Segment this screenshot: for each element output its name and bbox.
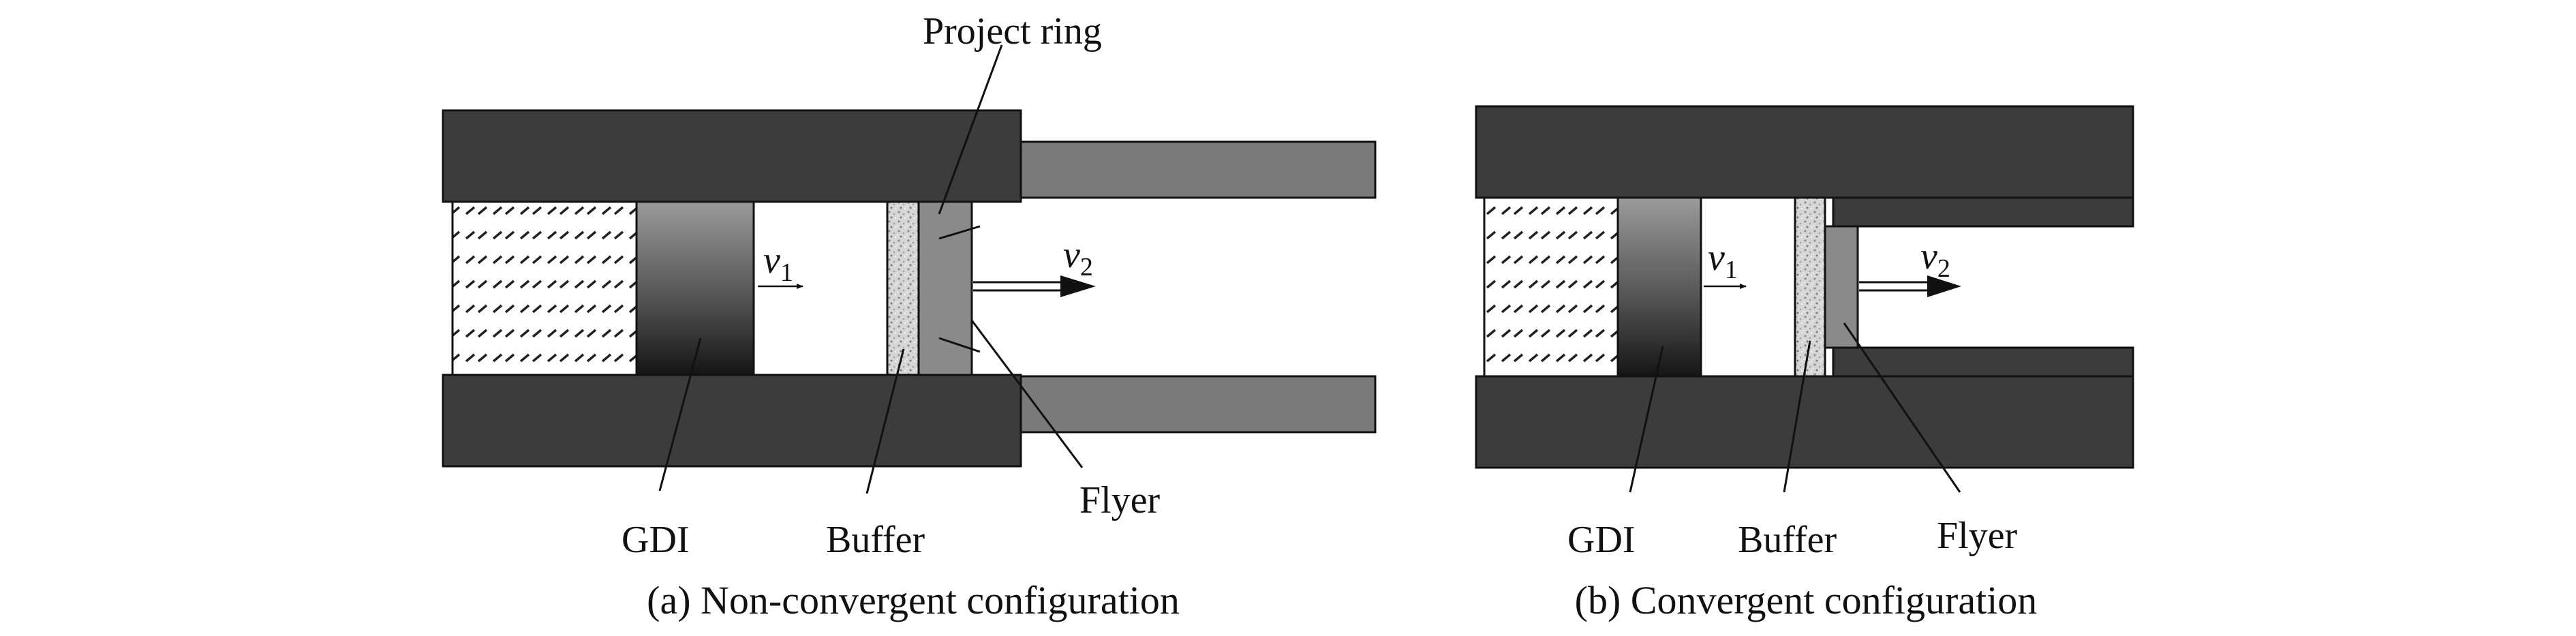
barrel-top-b (1475, 105, 2134, 199)
leader-gdi-b (1629, 346, 1664, 493)
label-gdi-b: GDI (1567, 519, 1636, 561)
leader-ring-lower-a (938, 337, 981, 353)
gdi-block-a (635, 200, 755, 376)
buffer-a (886, 200, 920, 376)
label-gdi-a: GDI (622, 519, 690, 561)
v2-label-a: v2 (1063, 234, 1093, 282)
leader-ring-upper-a (938, 225, 981, 240)
label-buffer-b: Buffer (1738, 519, 1837, 561)
label-flyer-b: Flyer (1937, 515, 2018, 557)
step-bottom-b (1832, 346, 2134, 378)
leader-buffer-b (1783, 340, 1811, 493)
v1-label-b: v1 (1708, 237, 1738, 284)
barrel-bottom-a (442, 374, 1022, 468)
tube-top-a (1019, 140, 1377, 199)
v2-arrow-a (973, 275, 1096, 297)
leader-project-ring-a (938, 44, 1003, 215)
step-top-b (1832, 196, 2134, 228)
panel-b: v1 v2 GDI Buffer Flyer (b) Convergent co… (1475, 105, 2134, 622)
label-project-ring-a: Project ring (923, 10, 1102, 52)
gdi-block-b (1616, 196, 1702, 378)
tube-bottom-a (1019, 375, 1377, 434)
barrel-top-a (442, 109, 1022, 203)
v1-label-a: v1 (763, 239, 793, 287)
label-buffer-a: Buffer (826, 519, 925, 561)
v2-arrow-b (1859, 275, 1961, 297)
caption-a: (a) Non-convergent configuration (647, 578, 1180, 622)
explosive-charge-b (1483, 196, 1619, 378)
caption-b: (b) Convergent configuration (1575, 578, 2038, 622)
flyer-a (917, 200, 973, 376)
barrel-bottom-b (1475, 375, 2134, 469)
explosive-charge-a (451, 200, 638, 376)
label-flyer-a: Flyer (1079, 479, 1161, 521)
leader-flyer-b (1843, 322, 1961, 493)
leader-flyer-a (970, 320, 1084, 468)
buffer-b (1794, 196, 1826, 378)
flyer-b (1824, 225, 1859, 349)
leader-buffer-a (865, 348, 905, 494)
leader-gdi-a (658, 337, 702, 491)
panel-a: v1 v2 Project ring GDI Buffer Flyer (a) … (442, 10, 1377, 622)
v2-label-b: v2 (1920, 235, 1950, 283)
